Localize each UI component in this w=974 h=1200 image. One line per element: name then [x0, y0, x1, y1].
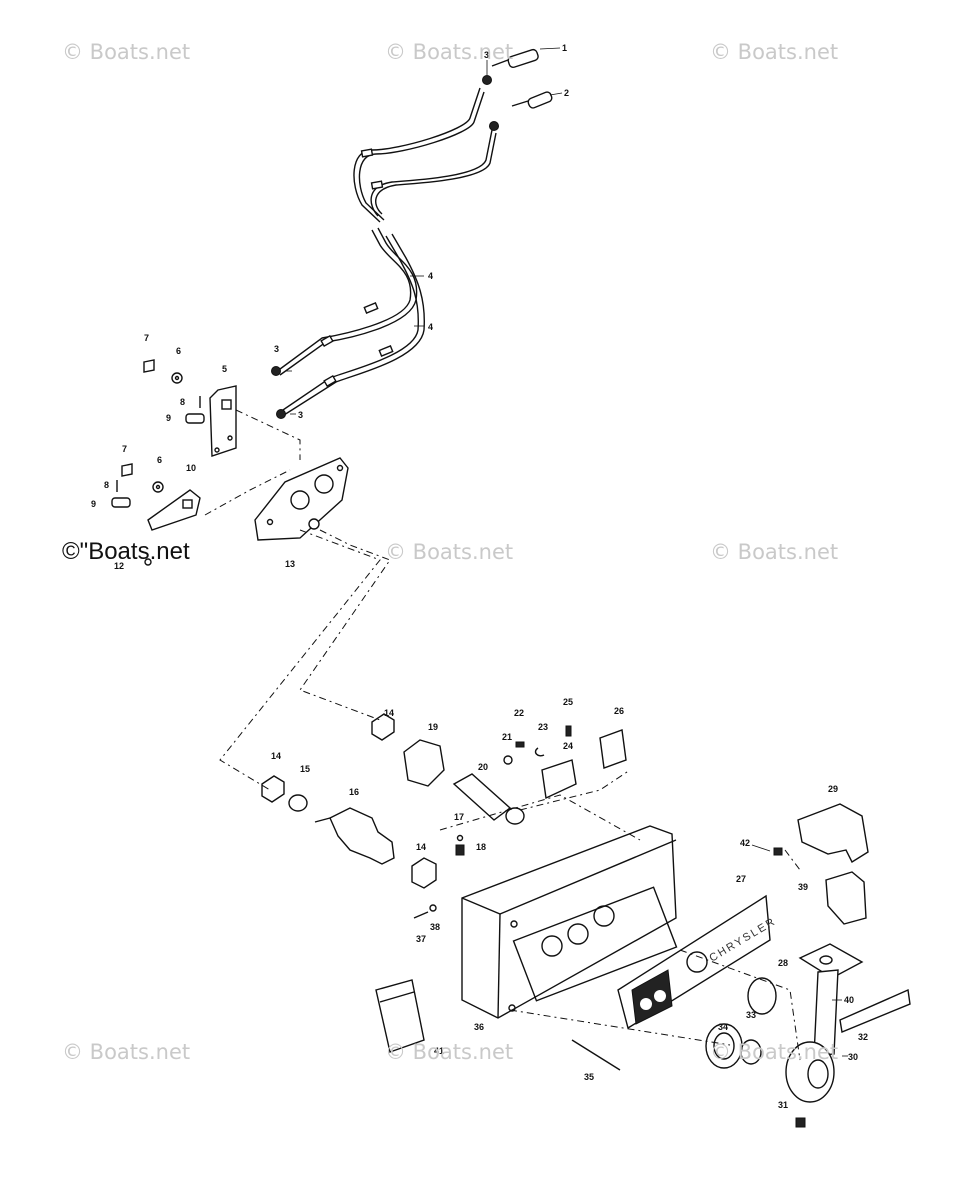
callout-numbers: 1 2 3 4 4 3 3 7 6 5 8 9 7 6 10 8 9 12 13… [91, 43, 868, 1110]
callout-23: 23 [538, 722, 548, 732]
watermark-dark: ©"Boats.net [62, 538, 190, 565]
callout-3a: 3 [484, 50, 489, 60]
callout-36: 36 [474, 1022, 484, 1032]
callout-3c: 3 [298, 410, 303, 420]
callout-3b: 3 [274, 344, 279, 354]
callout-19: 19 [428, 722, 438, 732]
callout-35: 35 [584, 1072, 594, 1082]
watermark: © Boats.net [385, 40, 514, 64]
callout-14b: 14 [271, 751, 281, 761]
watermark: © Boats.net [385, 540, 514, 564]
cable-end-connectors [491, 48, 553, 109]
callout-17: 17 [454, 812, 464, 822]
assembly-lines [204, 409, 801, 1061]
callout-7b: 7 [122, 444, 127, 454]
callout-9b: 9 [91, 499, 96, 509]
callout-20: 20 [478, 762, 488, 772]
callout-14c: 14 [416, 842, 426, 852]
callout-2: 2 [564, 88, 569, 98]
callout-1: 1 [562, 43, 567, 53]
leader-lines [285, 47, 848, 1057]
callout-42: 42 [740, 838, 750, 848]
bracket-assembly [111, 359, 349, 566]
watermark: © Boats.net [710, 40, 839, 64]
callout-38: 38 [430, 922, 440, 932]
callout-40: 40 [844, 995, 854, 1005]
callout-37: 37 [416, 934, 426, 944]
callout-27: 27 [736, 874, 746, 884]
callout-4b: 4 [428, 322, 433, 332]
callout-16: 16 [349, 787, 359, 797]
callout-4a: 4 [428, 271, 433, 281]
callout-41: 41 [434, 1046, 444, 1056]
callout-25: 25 [563, 697, 573, 707]
watermark: © Boats.net [62, 1040, 191, 1064]
callout-8a: 8 [180, 397, 185, 407]
callout-15: 15 [300, 764, 310, 774]
callout-21: 21 [502, 732, 512, 742]
nut-parts [271, 75, 499, 419]
callout-22: 22 [514, 708, 524, 718]
callout-24: 24 [563, 741, 573, 751]
callout-34: 34 [718, 1022, 728, 1032]
callout-30: 30 [848, 1052, 858, 1062]
watermark: © Boats.net [385, 1040, 514, 1064]
callout-13: 13 [285, 559, 295, 569]
callout-6a: 6 [176, 346, 181, 356]
callout-33: 33 [746, 1010, 756, 1020]
callout-8b: 8 [104, 480, 109, 490]
watermark: © Boats.net [710, 540, 839, 564]
callout-12: 12 [114, 561, 124, 571]
callout-5: 5 [222, 364, 227, 374]
callout-31: 31 [778, 1100, 788, 1110]
watermark: © Boats.net [710, 1040, 839, 1064]
callout-18: 18 [476, 842, 486, 852]
callout-9a: 9 [166, 413, 171, 423]
callout-14a: 14 [384, 708, 394, 718]
watermark: © Boats.net [62, 40, 191, 64]
callout-10: 10 [186, 463, 196, 473]
callout-28: 28 [778, 958, 788, 968]
control-cables [275, 87, 497, 416]
callout-39: 39 [798, 882, 808, 892]
callout-6b: 6 [157, 455, 162, 465]
callout-29: 29 [828, 784, 838, 794]
callout-32: 32 [858, 1032, 868, 1042]
control-box-assembly [261, 713, 911, 1128]
callout-7a: 7 [144, 333, 149, 343]
callout-26: 26 [614, 706, 624, 716]
